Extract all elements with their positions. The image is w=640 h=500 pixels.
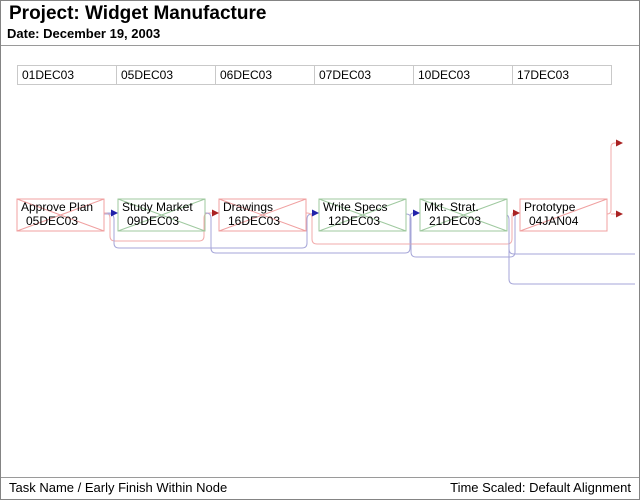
task-node-label-write-specs: Write Specs 12DEC03 <box>323 200 409 228</box>
timescale-cell: 17DEC03 <box>512 65 612 85</box>
early-finish: 16DEC03 <box>228 214 281 228</box>
edge-arrowheads <box>111 139 623 218</box>
timescale-cell: 05DEC03 <box>116 65 216 85</box>
task-node-box-mkt-strat <box>419 198 508 232</box>
timescale-cell: 10DEC03 <box>413 65 513 85</box>
arrowhead-continued-right <box>616 210 623 218</box>
early-finish: 04JAN04 <box>529 214 579 228</box>
title-separator <box>1 45 639 46</box>
task-node-label-drawings: Drawings 16DEC03 <box>223 200 309 228</box>
arrowhead-into-write-specs <box>312 209 319 217</box>
task-node-label-approve-plan: Approve Plan 05DEC03 <box>21 200 107 228</box>
edge-drawings-prototype <box>306 212 514 245</box>
task-node-label-prototype: Prototype 04JAN04 <box>524 200 610 228</box>
timescale-cell: 01DEC03 <box>17 65 117 85</box>
edge-writespecs-prototype <box>405 213 517 258</box>
early-finish: 12DEC03 <box>328 214 381 228</box>
report-date: Date: December 19, 2003 <box>7 26 161 41</box>
arrowhead-continued-top-right <box>616 139 623 147</box>
arrowhead-into-mkt-strat <box>413 209 420 217</box>
task-name: Write Specs <box>323 200 388 214</box>
task-name: Mkt. Strat. <box>424 200 479 214</box>
task-node-label-study-market: Study Market 09DEC03 <box>122 200 208 228</box>
task-node-box-study-market <box>117 198 206 232</box>
task-name: Drawings <box>223 200 274 214</box>
timescale-cell: 06DEC03 <box>215 65 315 85</box>
arrowhead-into-prototype <box>513 209 520 217</box>
footer-node-legend: Task Name / Early Finish Within Node <box>9 480 228 495</box>
early-finish: 09DEC03 <box>127 214 180 228</box>
footer-timescale-note: Time Scaled: Default Alignment <box>450 480 631 495</box>
arrowhead-into-drawings <box>212 209 219 217</box>
footer-separator <box>1 477 639 478</box>
early-finish: 05DEC03 <box>26 214 79 228</box>
page-title: Project: Widget Manufacture <box>9 3 267 24</box>
task-name: Approve Plan <box>21 200 94 214</box>
edge-prototype-continued-up <box>606 142 616 215</box>
task-node-box-write-specs <box>318 198 407 232</box>
edge-mktstrat-continued-2 <box>508 249 635 285</box>
task-node-boxes <box>16 198 608 232</box>
timescale-header: 01DEC03 05DEC03 06DEC03 07DEC03 10DEC03 … <box>17 65 612 85</box>
timescale-cell: 07DEC03 <box>314 65 414 85</box>
task-name: Study Market <box>122 200 193 214</box>
task-node-box-drawings <box>218 198 307 232</box>
early-finish: 21DEC03 <box>429 214 482 228</box>
task-node-box-prototype <box>519 198 608 232</box>
task-name: Prototype <box>524 200 576 214</box>
task-node-box-approve-plan <box>16 198 105 232</box>
task-node-label-mkt-strat: Mkt. Strat. 21DEC03 <box>424 200 510 228</box>
arrowhead-into-study-market <box>111 209 118 217</box>
